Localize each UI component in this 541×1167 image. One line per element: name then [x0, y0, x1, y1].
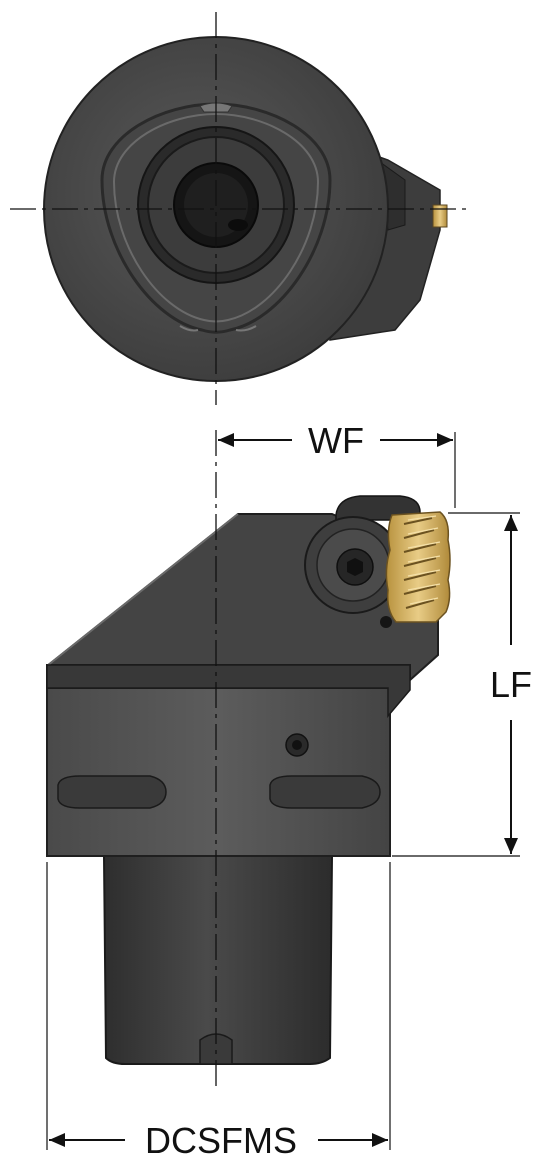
side-view-threading-insert — [385, 511, 451, 623]
side-view-shank — [102, 855, 334, 1065]
dimension-dcsfms: DCSFMS — [46, 862, 391, 1161]
side-view — [46, 430, 451, 1090]
side-view-key-slot-left — [57, 775, 167, 809]
dimension-wf: WF — [218, 420, 456, 508]
top-view — [10, 12, 470, 405]
dimension-lf-label: LF — [490, 664, 532, 705]
dimension-dcsfms-label: DCSFMS — [145, 1120, 297, 1161]
top-view-insert — [432, 204, 448, 228]
side-view-body — [46, 687, 391, 857]
dimension-lf: LF — [392, 512, 532, 857]
side-view-key-slot-right — [269, 775, 381, 809]
dimension-wf-label: WF — [308, 420, 364, 461]
